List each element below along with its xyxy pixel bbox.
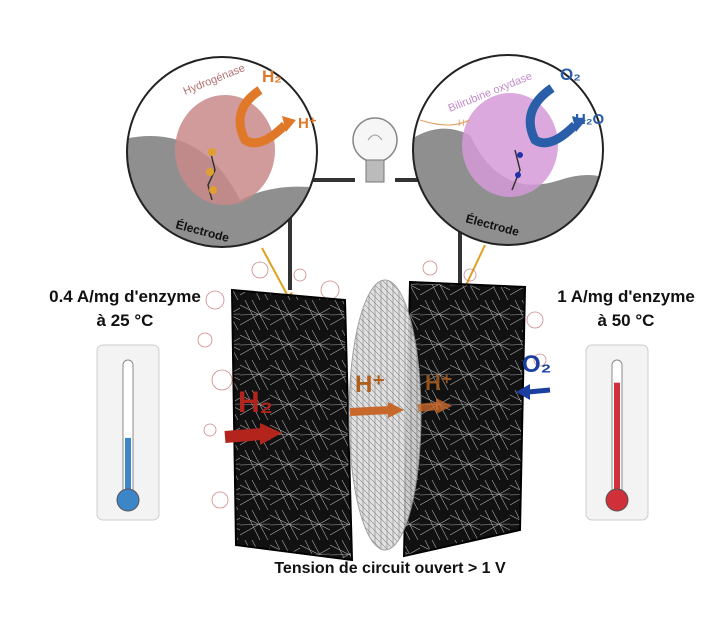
proton-arrow-1 (349, 406, 391, 416)
bilirubin-oxidase-inset: Bilirubine oxydase H⁺ O₂ H₂O Électrode (412, 54, 604, 246)
inset-right-hplus: H⁺ (458, 118, 469, 128)
proton-arrow-2 (417, 402, 439, 412)
right-current-density: 1 A/mg d'enzyme (557, 287, 695, 306)
left-performance-label: 0.4 A/mg d'enzyme à 25 °C (15, 285, 235, 333)
o2-input-arrow (527, 387, 551, 395)
cathode-electrode (402, 280, 527, 558)
inset-h2o-label: H₂O (575, 111, 604, 128)
light-bulb-icon (352, 117, 398, 183)
h2-fuel-label: H₂ (238, 386, 273, 419)
left-current-density: 0.4 A/mg d'enzyme (49, 287, 201, 306)
thermometer-left-icon (96, 344, 160, 521)
thermometer-right-icon (585, 344, 649, 521)
caption-open-circuit-voltage: Tension de circuit ouvert > 1 V (274, 560, 506, 577)
h2-input-arrow (224, 428, 263, 443)
o2-reduction-arrow (525, 84, 579, 148)
callout-arrow-left (261, 247, 293, 306)
inset-h2-label: H₂ (262, 67, 282, 86)
gas-bubbles (197, 260, 547, 509)
left-temperature: à 25 °C (96, 311, 154, 330)
proton-label-right: H⁺ (425, 370, 453, 395)
inset-o2-label: O₂ (560, 65, 581, 84)
hydrogenase-inset: Hydrogénase H₂ H⁺ Électrode (126, 56, 318, 248)
inset-hplus-label: H⁺ (298, 115, 317, 132)
o2-fuel-label: O₂ (522, 351, 551, 378)
anode-electrode (230, 288, 354, 562)
proton-exchange-membrane (348, 279, 422, 551)
h2-oxidation-arrow (235, 86, 289, 148)
right-temperature: à 50 °C (597, 311, 655, 330)
right-performance-label: 1 A/mg d'enzyme à 50 °C (516, 285, 726, 333)
proton-label-left: H⁺ (355, 371, 385, 398)
